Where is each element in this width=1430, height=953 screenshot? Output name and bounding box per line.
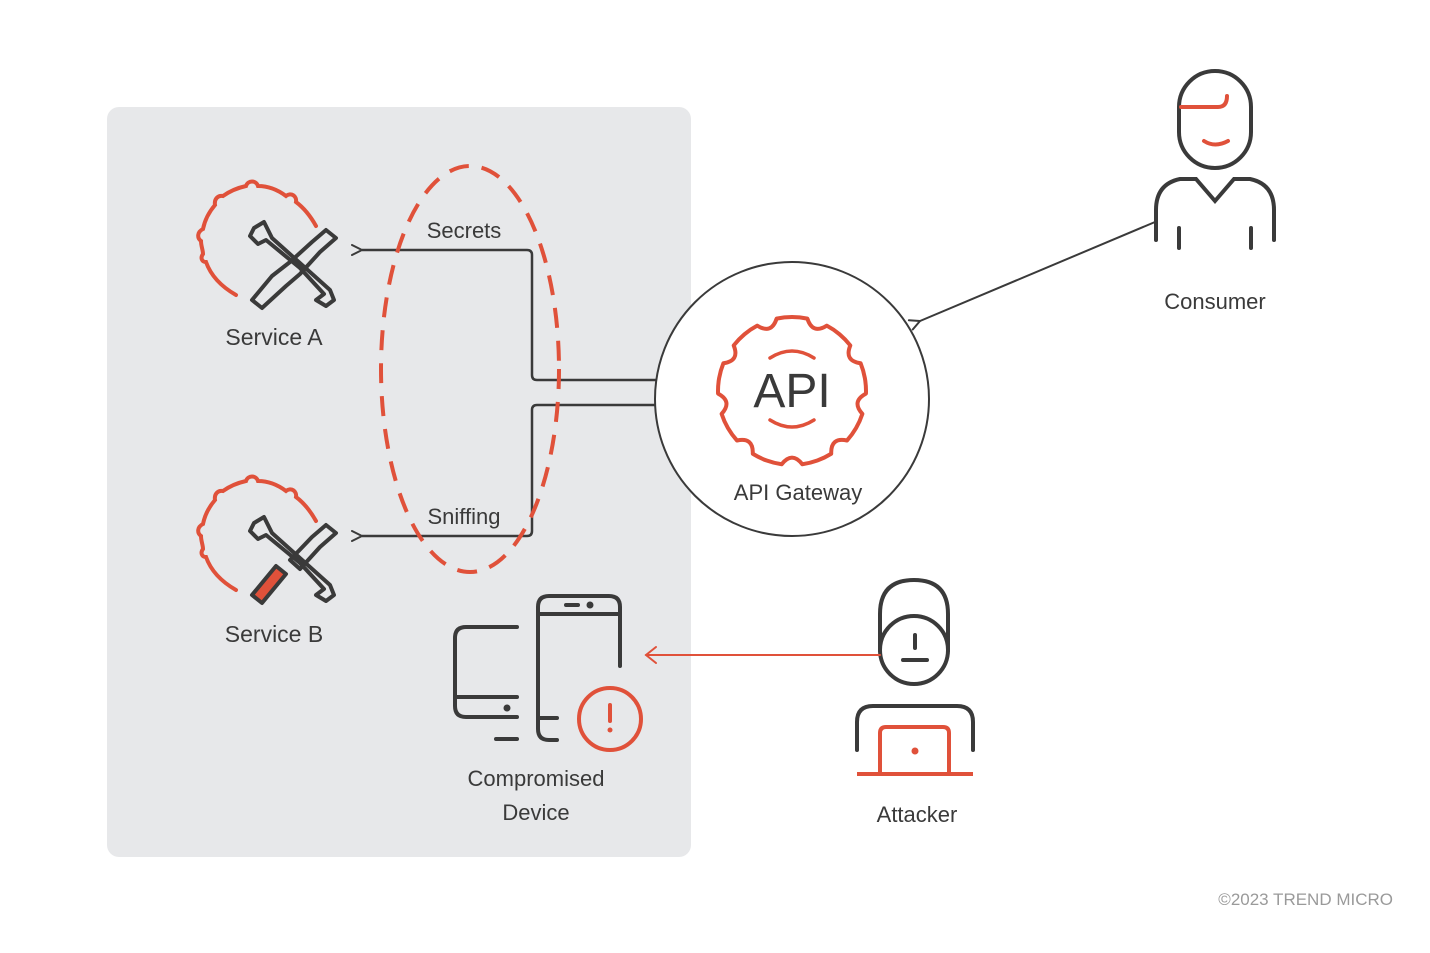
service-b-label: Service B bbox=[225, 621, 323, 647]
api-badge-text: API bbox=[753, 365, 830, 418]
service-a-node[interactable]: Service A bbox=[196, 179, 338, 351]
gear-partial-icon bbox=[196, 474, 318, 592]
service-a-label: Service A bbox=[225, 324, 323, 350]
laptop-icon bbox=[857, 725, 973, 776]
consumer-label: Consumer bbox=[1164, 289, 1265, 314]
secrets-connector bbox=[351, 244, 656, 382]
devices-icon bbox=[453, 594, 622, 742]
compromised-device-label-line1: Compromised bbox=[468, 766, 605, 791]
attacker-node[interactable]: Attacker bbox=[855, 577, 975, 827]
wrench-screwdriver-icon bbox=[248, 515, 338, 605]
compromised-device-node[interactable]: Compromised Device bbox=[453, 594, 643, 825]
copyright-footer: ©2023 TREND MICRO bbox=[1218, 890, 1393, 909]
secrets-label: Secrets bbox=[427, 218, 502, 243]
api-arcs-icon bbox=[768, 349, 816, 429]
attacker-label: Attacker bbox=[877, 802, 958, 827]
consumer-to-gateway-arrow bbox=[907, 221, 1156, 331]
warning-icon bbox=[577, 686, 643, 752]
attacker-head-icon bbox=[855, 577, 975, 752]
compromised-device-label-line2: Device bbox=[502, 800, 569, 825]
gear-icon bbox=[716, 315, 868, 467]
internal-network-panel bbox=[107, 107, 691, 857]
api-gateway-label: API Gateway bbox=[734, 480, 862, 505]
wrench-screwdriver-icon bbox=[248, 220, 338, 310]
consumer-node[interactable]: Consumer bbox=[1154, 69, 1276, 314]
service-b-node[interactable]: Service B bbox=[196, 474, 338, 648]
interception-zone-ellipse bbox=[379, 164, 561, 574]
gear-partial-icon bbox=[196, 179, 318, 297]
gateway-circle bbox=[654, 261, 930, 537]
api-gateway-node[interactable]: API API Gateway bbox=[654, 261, 930, 537]
attacker-to-device-arrow bbox=[644, 646, 881, 664]
sniffing-label: Sniffing bbox=[428, 504, 501, 529]
person-icon bbox=[1154, 69, 1276, 250]
sniffing-connector bbox=[351, 403, 656, 542]
